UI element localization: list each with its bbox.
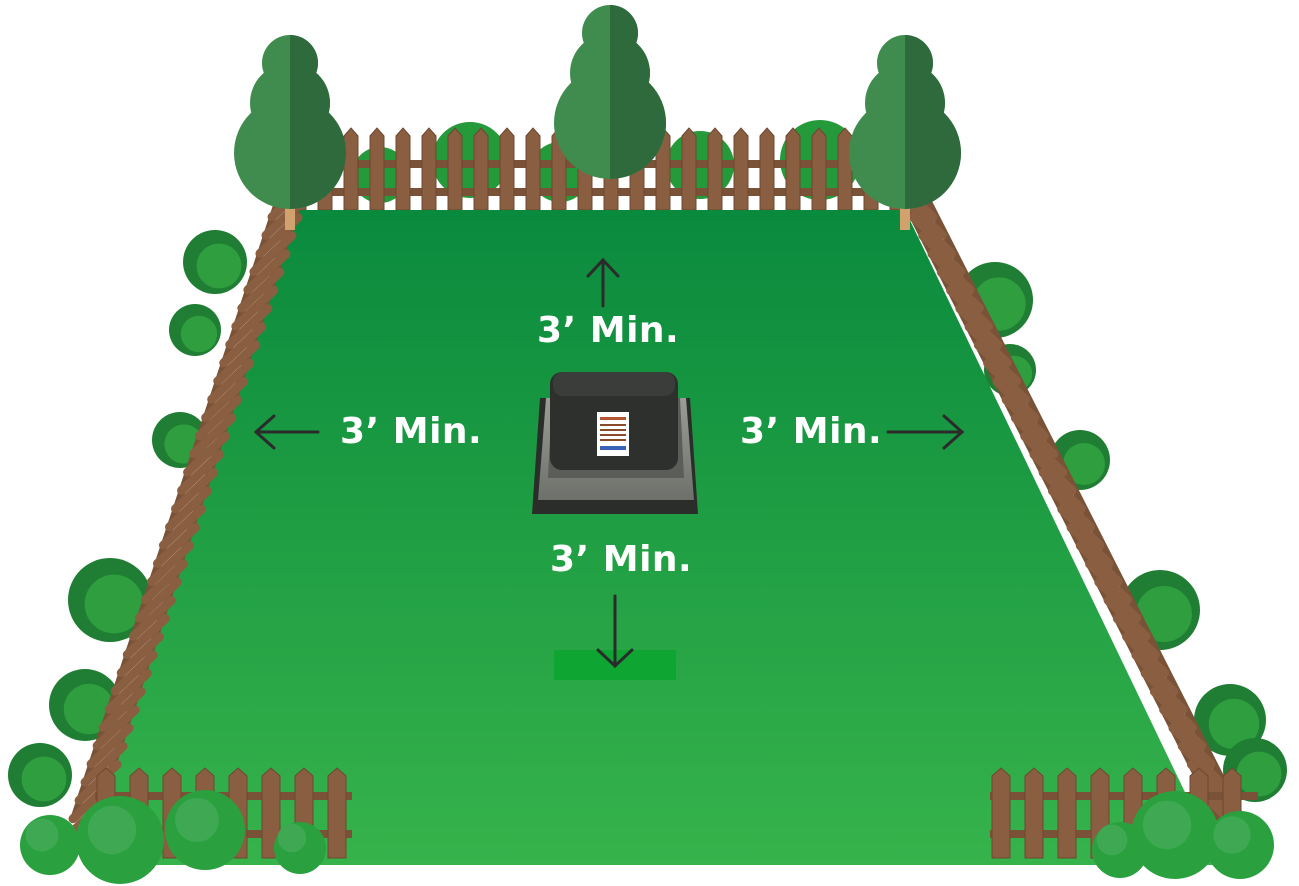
arrow-right-icon bbox=[886, 414, 965, 450]
arrow-up-icon bbox=[586, 257, 620, 308]
clearance-label-left: 3’ Min. bbox=[340, 411, 483, 452]
tree-icon bbox=[234, 35, 346, 230]
arrow-left-icon bbox=[253, 414, 320, 450]
left-fence bbox=[62, 176, 315, 842]
tree-icon bbox=[554, 5, 666, 179]
clearance-label-right: 3’ Min. bbox=[740, 411, 883, 452]
info-label-icon bbox=[597, 412, 629, 456]
front-bushes bbox=[20, 790, 1274, 884]
side-bushes bbox=[8, 230, 1287, 807]
clearance-label-bottom: 3’ Min. bbox=[550, 539, 693, 580]
arrow-down-icon bbox=[596, 594, 634, 669]
lawn bbox=[85, 210, 1220, 865]
trees bbox=[234, 5, 961, 230]
charging-station-icon bbox=[532, 372, 698, 514]
tree-icon bbox=[849, 35, 961, 230]
clearance-label-top: 3’ Min. bbox=[537, 310, 680, 351]
